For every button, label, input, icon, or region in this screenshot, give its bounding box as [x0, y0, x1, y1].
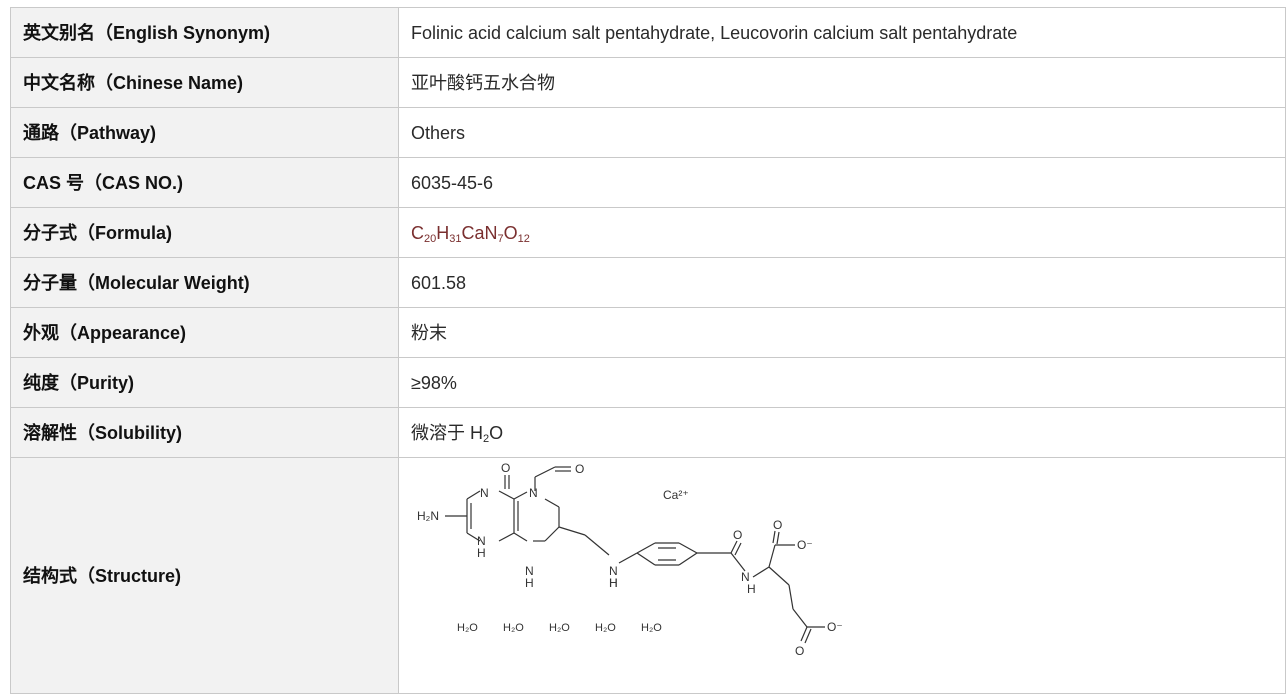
atom-label: O⁻: [797, 538, 813, 552]
atom-label: N: [529, 486, 538, 500]
atom-label: N: [741, 570, 750, 584]
atom-label: H: [525, 576, 534, 590]
formula-element: N: [484, 222, 498, 243]
atom-label: O: [773, 518, 782, 532]
row-label: 分子式（Formula): [10, 207, 399, 258]
formula-subscript: 20: [424, 232, 437, 245]
structure-atoms: O N O H₂N N H N N H H N H O O O⁻ N H: [417, 461, 843, 658]
structure-cell: O N O H₂N N H N N H H N H O O O⁻ N H: [398, 457, 1286, 694]
row-value: Folinic acid calcium salt pentahydrate, …: [398, 7, 1286, 58]
table-row: 外观（Appearance) 粉末: [10, 307, 1286, 358]
row-value: Others: [398, 107, 1286, 158]
water-label: H₂O: [549, 622, 570, 634]
table-row: 英文别名（English Synonym) Folinic acid calci…: [10, 7, 1286, 58]
formula-element: O: [503, 222, 518, 243]
atom-label: H: [609, 576, 618, 590]
row-label: 通路（Pathway): [10, 107, 399, 158]
formula-element: Ca: [461, 222, 485, 243]
atom-label: O: [795, 644, 804, 658]
formula-subscript: 7: [497, 232, 504, 245]
atom-label: O: [501, 461, 510, 475]
table-row: 结构式（Structure): [10, 457, 1286, 694]
row-label: 外观（Appearance): [10, 307, 399, 358]
properties-table: 英文别名（English Synonym) Folinic acid calci…: [10, 7, 1286, 694]
atom-label: N: [477, 534, 486, 548]
atom-label: H: [477, 546, 486, 560]
structure-bonds: [445, 465, 825, 643]
formula-text: C20H31CaN7O12: [411, 222, 530, 245]
water-label: H₂O: [503, 622, 524, 634]
table-row: 中文名称（Chinese Name) 亚叶酸钙五水合物: [10, 57, 1286, 108]
row-label: CAS 号（CAS NO.): [10, 157, 399, 208]
solubility-prefix: 微溶于 H: [411, 422, 483, 443]
water-label: H₂O: [641, 622, 662, 634]
formula-subscript: 31: [449, 232, 462, 245]
row-value: 601.58: [398, 257, 1286, 308]
table-row: 分子式（Formula) C20H31CaN7O12: [10, 207, 1286, 258]
atom-label: N: [609, 564, 618, 578]
atom-label: O: [733, 528, 742, 542]
row-label: 纯度（Purity): [10, 357, 399, 408]
solubility-value: 微溶于 H2O: [398, 407, 1286, 458]
formula-element: C: [411, 222, 424, 243]
formula-value: C20H31CaN7O12: [398, 207, 1286, 258]
water-label: H₂O: [595, 622, 616, 634]
table-row: 纯度（Purity) ≥98%: [10, 357, 1286, 408]
structure-image: O N O H₂N N H N N H H N H O O O⁻ N H: [417, 461, 843, 658]
atom-label: N: [480, 486, 489, 500]
row-label: 中文名称（Chinese Name): [10, 57, 399, 108]
solubility-suffix: O: [489, 422, 504, 443]
row-value: ≥98%: [398, 357, 1286, 408]
formula-element: H: [436, 222, 450, 243]
water-label: H₂O: [457, 622, 478, 634]
row-label: 溶解性（Solubility): [10, 407, 399, 458]
table-row: 分子量（Molecular Weight) 601.58: [10, 257, 1286, 308]
row-label: 英文别名（English Synonym): [10, 7, 399, 58]
solubility-sub: 2: [483, 432, 490, 445]
row-value: 粉末: [398, 307, 1286, 358]
table-row: CAS 号（CAS NO.) 6035-45-6: [10, 157, 1286, 208]
table-row: 通路（Pathway) Others: [10, 107, 1286, 158]
row-value: 亚叶酸钙五水合物: [398, 57, 1286, 108]
atom-label: O: [575, 462, 584, 476]
water-molecules: H₂O H₂O H₂O H₂O H₂O: [457, 622, 662, 634]
atom-label: H: [609, 576, 618, 590]
atom-label: H₂N: [417, 509, 439, 523]
row-value: 6035-45-6: [398, 157, 1286, 208]
atom-label: Ca²⁺: [663, 488, 689, 502]
formula-subscript: 12: [517, 232, 530, 245]
table-row: 溶解性（Solubility) 微溶于 H2O: [10, 407, 1286, 458]
atom-label: H: [747, 582, 756, 596]
row-label: 分子量（Molecular Weight): [10, 257, 399, 308]
atom-label: N: [525, 564, 534, 578]
row-label: 结构式（Structure): [10, 457, 399, 694]
atom-label: O⁻: [827, 620, 843, 634]
